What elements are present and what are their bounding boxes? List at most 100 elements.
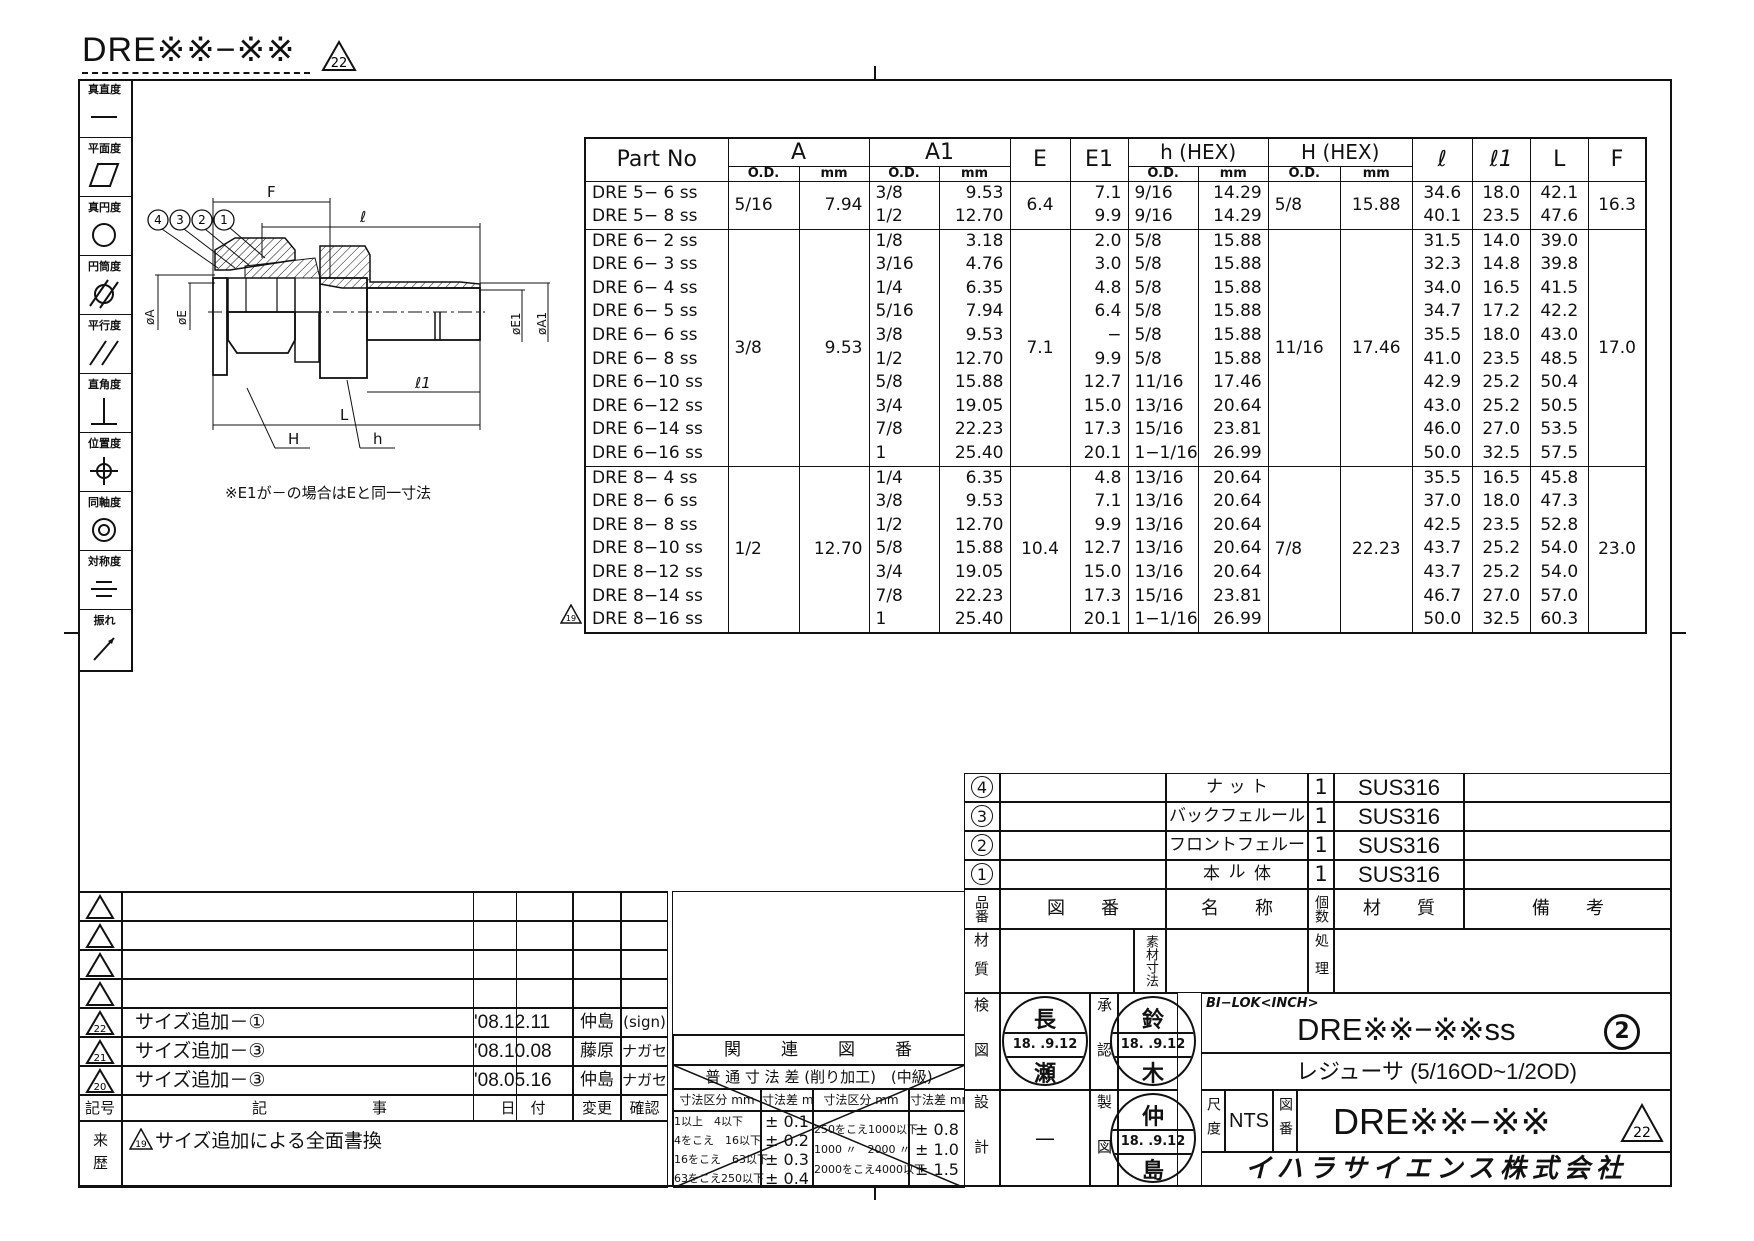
header-h-hex-small: h (HEX) — [1127, 137, 1269, 167]
value-part: DRE 6− 4 ss — [592, 277, 698, 298]
treatment-value — [1334, 929, 1672, 993]
cell-H_mm: 15.88 — [1339, 180, 1413, 230]
value-h_mm: 20.64 — [1213, 467, 1262, 488]
value-L: 42.1 — [1540, 182, 1579, 203]
item-material: SUS316 — [1334, 831, 1464, 860]
item-remarks — [1464, 802, 1672, 831]
stamp-bottom: 島 — [1141, 1159, 1164, 1183]
revision-date: '08.05.16 — [473, 1066, 573, 1095]
value-part: DRE 6−12 ss — [592, 395, 703, 416]
value-l1: 16.5 — [1482, 277, 1521, 298]
revision-checked-by: ナガセ — [621, 1066, 668, 1095]
cell-F: 23.0 — [1587, 465, 1647, 634]
center-mark-bottom — [874, 1186, 876, 1200]
value-L: 54.0 — [1540, 562, 1579, 582]
value-A1_od: 3/16 — [875, 254, 914, 275]
value-A1_mm: 12.70 — [954, 514, 1004, 535]
item-number: 2 — [964, 831, 1000, 860]
cell-H_od: 7/8 — [1267, 465, 1341, 634]
item-qty: 1 — [1308, 860, 1334, 889]
fitting-section-drawing: 4 3 2 1 F ℓ ℓ1 L H h — [130, 170, 560, 510]
value-h_mm: 15.88 — [1213, 230, 1262, 251]
revision-cell-empty — [122, 979, 517, 1008]
cell-H_mm: 22.23 — [1339, 465, 1413, 634]
value-h_mm: 20.64 — [1213, 395, 1262, 416]
value-A1_mm: 9.53 — [965, 182, 1004, 203]
tolerance-title: 普 通 寸 法 差 (削り加工) (中級) — [673, 1065, 965, 1089]
value-l: 46.0 — [1423, 419, 1462, 440]
item-number: 3 — [964, 802, 1000, 831]
bom-header-drawing-no: 図 番 — [1000, 889, 1166, 929]
revision-cell-empty — [122, 950, 517, 979]
value-E1: 12.7 — [1083, 538, 1122, 559]
value-l: 41.0 — [1423, 348, 1462, 369]
value-L: 41.5 — [1540, 277, 1579, 298]
header-a: A — [727, 137, 870, 167]
item-qty: 1 — [1308, 802, 1334, 831]
value-A1_od: 3/4 — [875, 395, 903, 416]
tolerance-range: 1以上 4以下 — [674, 1115, 743, 1128]
value-l1: 17.2 — [1482, 301, 1521, 322]
value-h_od: 13/16 — [1134, 562, 1184, 582]
header-a-mm: mm — [798, 165, 870, 182]
revision-mark: 22 — [78, 1008, 122, 1037]
value-L: 50.4 — [1540, 372, 1579, 393]
item-drawing-no — [1000, 802, 1166, 831]
value-A1_od: 1/8 — [875, 230, 903, 251]
item-remarks — [1464, 773, 1672, 802]
center-mark-left — [64, 632, 78, 634]
value-E1: 17.3 — [1083, 419, 1122, 440]
gt-flatness: 平面度 — [78, 138, 131, 197]
value-l: 34.7 — [1423, 301, 1462, 322]
value-l1: 25.2 — [1482, 395, 1521, 416]
revision-triangle-icon — [85, 952, 115, 977]
value-L: 47.3 — [1540, 491, 1579, 512]
item-material: SUS316 — [1334, 773, 1464, 802]
item-drawing-no — [1000, 860, 1166, 889]
item-drawing-no — [1000, 831, 1166, 860]
item-name: バックフェルール — [1166, 802, 1308, 831]
value-part: DRE 8−12 ss — [592, 562, 703, 582]
value-A1_mm: 19.05 — [954, 395, 1004, 416]
svg-text:4: 4 — [154, 213, 162, 227]
value-l1: 27.0 — [1482, 419, 1521, 440]
series-label: BI−LOK<INCH> — [1206, 996, 1319, 1011]
bom-header-qty: 個数 — [1308, 889, 1334, 929]
value-l1: 23.5 — [1482, 514, 1521, 535]
svg-text:19: 19 — [566, 614, 576, 623]
value-h_od: 15/16 — [1134, 585, 1184, 606]
straightness-icon — [91, 116, 117, 118]
header-h-mm: mm — [1197, 165, 1269, 182]
gt-symmetry: 対称度 — [78, 551, 131, 610]
value-l1: 23.5 — [1482, 206, 1521, 227]
value-h_mm: 15.88 — [1213, 301, 1262, 322]
symmetry-icon — [91, 581, 117, 597]
part-name: DRE※※−※※ss — [1297, 1012, 1516, 1047]
gt-circularity: 真円度 — [78, 197, 131, 256]
value-l1: 14.0 — [1482, 230, 1521, 251]
item-name: フロントフェルール — [1166, 831, 1308, 882]
item-number: 4 — [964, 773, 1000, 802]
cell-A_mm: 7.94 — [798, 180, 870, 230]
revision-description: サイズ追加－① — [122, 1008, 517, 1037]
part-balloons: 4 3 2 1 — [147, 209, 266, 269]
revision-19-triangle-icon: 19 — [560, 604, 582, 624]
cell-H_od: 5/8 — [1267, 180, 1341, 230]
revision-triangle-icon: 22 — [85, 1010, 115, 1035]
value-h_od: 5/8 — [1134, 230, 1162, 251]
bom-header-name: 名 称 — [1166, 889, 1308, 929]
